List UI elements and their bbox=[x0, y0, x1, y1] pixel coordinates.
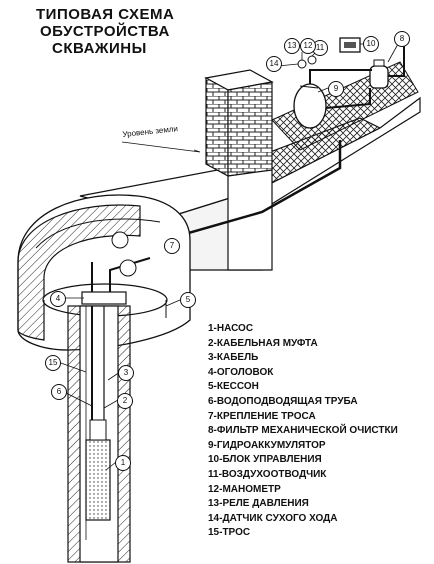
pump bbox=[85, 419, 111, 521]
callout-4: 4 bbox=[50, 291, 66, 307]
legend-item: 13-РЕЛЕ ДАВЛЕНИЯ bbox=[208, 498, 309, 510]
brick-wall bbox=[204, 69, 274, 271]
legend-item: 11-ВОЗДУХООТВОДЧИК bbox=[208, 468, 327, 480]
callout-7: 7 bbox=[164, 238, 180, 254]
legend-item: 12-МАНОМЕТР bbox=[208, 483, 281, 495]
legend-item: 9-ГИДРОАККУМУЛЯТОР bbox=[208, 439, 326, 451]
callout-14: 14 bbox=[266, 56, 282, 72]
legend-item: 6-ВОДОПОДВОДЯЩАЯ ТРУБА bbox=[208, 395, 358, 407]
title-line-2: ОБУСТРОЙСТВА bbox=[40, 23, 170, 40]
callout-6: 6 bbox=[51, 384, 67, 400]
callout-10: 10 bbox=[363, 36, 379, 52]
control-unit-display bbox=[344, 42, 356, 48]
legend-item: 10-БЛОК УПРАВЛЕНИЯ bbox=[208, 454, 322, 466]
callout-9: 9 bbox=[328, 81, 344, 97]
legend: 1-НАСОС 2-КАБЕЛЬНАЯ МУФТА 3-КАБЕЛЬ 4-ОГО… bbox=[208, 322, 398, 541]
callout-8: 8 bbox=[394, 31, 410, 47]
callout-5: 5 bbox=[180, 292, 196, 308]
legend-item: 15-ТРОС bbox=[208, 527, 251, 539]
legend-item: 3-КАБЕЛЬ bbox=[208, 352, 259, 364]
legend-item: 7-КРЕПЛЕНИЕ ТРОСА bbox=[208, 410, 316, 422]
mechanical-filter bbox=[369, 59, 389, 89]
legend-item: 14-ДАТЧИК СУХОГО ХОДА bbox=[208, 512, 338, 524]
ground-level-arrow bbox=[121, 141, 201, 153]
legend-item: 5-КЕССОН bbox=[208, 381, 259, 393]
callout-1: 1 bbox=[115, 455, 131, 471]
pressure-relay bbox=[297, 59, 307, 69]
callout-13: 13 bbox=[284, 38, 300, 54]
diagram-title: ТИПОВАЯ СХЕМА ОБУСТРОЙСТВА СКВАЖИНЫ bbox=[36, 6, 174, 57]
manometer bbox=[307, 55, 317, 65]
supply-pipe bbox=[135, 140, 342, 250]
legend-item: 8-ФИЛЬТР МЕХАНИЧЕСКОЙ ОЧИСТКИ bbox=[208, 425, 398, 437]
legend-item: 4-ОГОЛОВОК bbox=[208, 366, 274, 378]
title-line-3: СКВАЖИНЫ bbox=[52, 40, 147, 57]
legend-item: 1-НАСОС bbox=[208, 323, 254, 334]
title-line-1: ТИПОВАЯ СХЕМА bbox=[36, 6, 175, 23]
house-pipes bbox=[309, 44, 405, 109]
callout-2: 2 bbox=[117, 393, 133, 409]
callout-12: 12 bbox=[300, 38, 316, 54]
callout-3: 3 bbox=[118, 365, 134, 381]
legend-item: 2-КАБЕЛЬНАЯ МУФТА bbox=[208, 337, 318, 349]
callout-15: 15 bbox=[45, 355, 61, 371]
leader-lines bbox=[57, 43, 399, 471]
